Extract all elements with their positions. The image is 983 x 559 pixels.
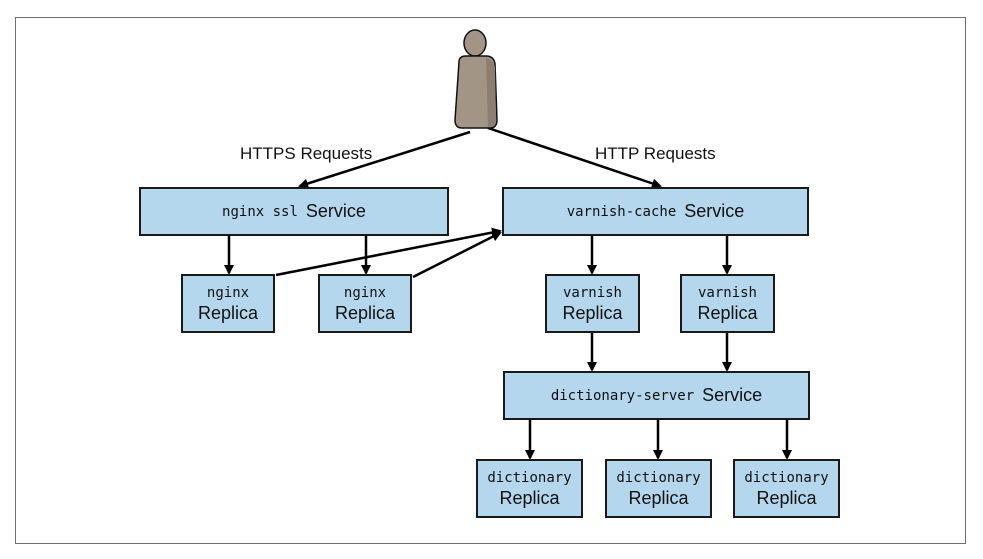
person-icon: [454, 29, 498, 129]
replica-kind: Replica: [334, 302, 396, 323]
varnish-cache-service-box: varnish-cache Service: [502, 187, 809, 236]
replica-kind: Replica: [562, 302, 623, 323]
replica-name: nginx: [206, 284, 250, 301]
replica-kind: Replica: [499, 487, 560, 508]
replica-kind: Replica: [697, 302, 758, 323]
dictionary-replica-box: dictionary Replica: [605, 459, 712, 518]
service-kind: Service: [684, 201, 745, 221]
http-requests-label: HTTP Requests: [595, 144, 716, 163]
nginx-replica-box: nginx Replica: [318, 274, 412, 333]
service-name: nginx ssl: [222, 203, 298, 220]
dictionary-server-service-box: dictionary-server Service: [503, 371, 810, 420]
nginx-replica-box: nginx Replica: [181, 274, 275, 333]
replica-name: varnish: [562, 284, 622, 301]
http-request-arrow: [487, 126, 662, 189]
replica-kind: Replica: [197, 302, 259, 323]
replica-name: dictionary: [744, 469, 829, 486]
replica-name: varnish: [697, 284, 757, 301]
https-request-arrow: [298, 130, 471, 189]
service-name: varnish-cache: [566, 203, 677, 220]
dictionary-replica-box: dictionary Replica: [733, 459, 840, 518]
replica-name: nginx: [343, 284, 387, 301]
nginx-replica-2-to-varnish-arrow: [412, 231, 502, 279]
replica-kind: Replica: [628, 487, 689, 508]
varnish-replica-box: varnish Replica: [545, 274, 640, 333]
replica-kind: Replica: [756, 487, 817, 508]
service-kind: Service: [702, 385, 763, 405]
replica-name: dictionary: [616, 469, 701, 486]
nginx-ssl-service-box: nginx ssl Service: [139, 187, 449, 236]
varnish-replica-box: varnish Replica: [680, 274, 775, 333]
service-kind: Service: [305, 201, 366, 221]
replica-name: dictionary: [487, 469, 572, 486]
nginx-replica-1-to-varnish-arrow: [275, 227, 502, 277]
dictionary-replica-box: dictionary Replica: [476, 459, 583, 518]
https-requests-label: HTTPS Requests: [240, 144, 373, 163]
service-name: dictionary-server: [550, 387, 695, 404]
